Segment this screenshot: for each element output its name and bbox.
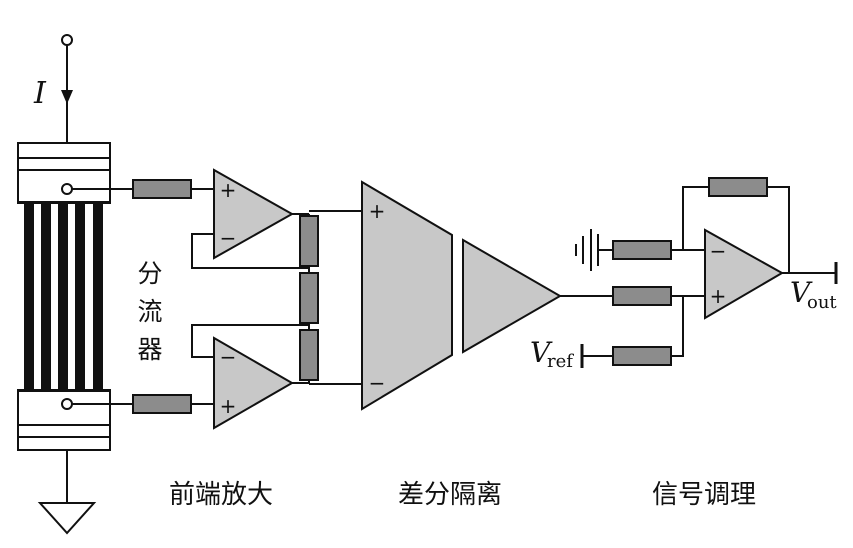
current-label: I (33, 76, 47, 111)
isolation-amp-output-icon (462, 238, 563, 354)
opamp-1-icon (213, 168, 295, 260)
vout-subscript: out (807, 292, 837, 313)
input-resistor-bottom (132, 394, 192, 414)
stage-label-isolation: 差分隔离 (398, 480, 502, 510)
opamp-2-plus: + (220, 394, 237, 418)
isolation-amp-input-icon (361, 180, 453, 411)
opamp-2-icon (213, 336, 295, 430)
divider-resistor-3 (299, 329, 319, 381)
input-terminal (61, 34, 73, 143)
iso-minus: − (369, 371, 386, 395)
opamp-1-minus: − (220, 226, 237, 250)
cond-resistor-signal (612, 286, 672, 306)
opamp-3-minus: − (710, 239, 727, 263)
vref-subscript: ref (547, 351, 574, 372)
opamp-2-minus: − (220, 345, 237, 369)
stage-label-front-amp: 前端放大 (169, 480, 273, 510)
ground-icon (37, 450, 97, 535)
shunt-resistor (17, 142, 111, 451)
cond-resistor-vref (612, 346, 672, 366)
feedback-resistor (708, 177, 768, 197)
cond-resistor-ground (612, 240, 672, 260)
vout-label: V (790, 276, 813, 309)
iso-plus: + (369, 199, 386, 223)
vref-label: V (530, 336, 553, 369)
opamp-3-plus: + (710, 284, 727, 308)
stage-label-conditioning: 信号调理 (652, 480, 756, 510)
input-resistor-top (132, 179, 192, 199)
divider-resistor-1 (299, 215, 319, 267)
current-arrow-icon (61, 90, 73, 104)
shunt-label-1: 分 (137, 259, 162, 288)
opamp-1-plus: + (220, 178, 237, 202)
shunt-label-3: 器 (137, 335, 162, 364)
opamp-3-icon (704, 228, 785, 320)
shunt-label-2: 流 (137, 297, 162, 326)
divider-resistor-2 (299, 272, 319, 324)
capacitor-ground-icon (575, 229, 613, 271)
